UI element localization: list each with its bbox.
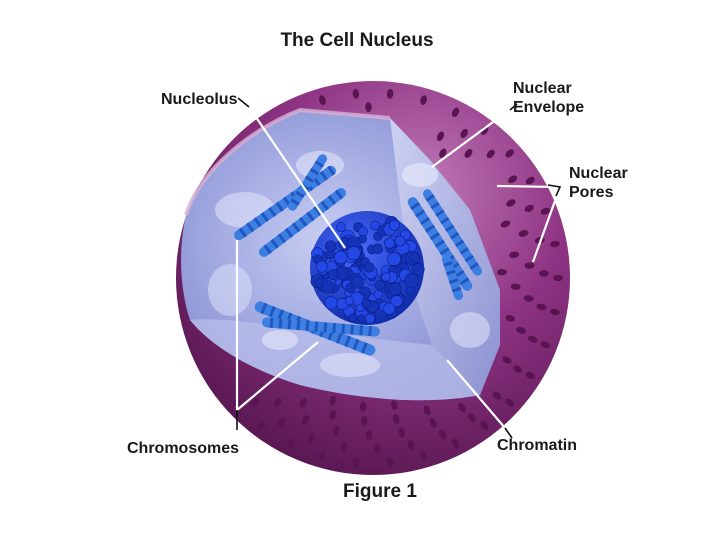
nucleolus-granule (373, 244, 383, 254)
nucleolus-granule (325, 296, 338, 309)
label-nuclear-envelope-line2: Envelope (513, 99, 584, 116)
figure-caption: Figure 1 (343, 481, 417, 502)
nucleolus-granule (316, 261, 327, 272)
nucleolus-granule (371, 221, 380, 230)
nucleolus-granule (374, 290, 382, 298)
nucleolus-granule (388, 252, 401, 265)
nucleolus-granule (336, 222, 345, 231)
nucleolus-granule (395, 236, 405, 246)
nucleolus-granule (411, 254, 420, 263)
nucleolus-granule (325, 241, 336, 252)
label-nuclear-pores-line2: Pores (569, 184, 614, 201)
nuclear-pore (553, 275, 563, 281)
nucleolus-granule (358, 315, 366, 323)
nucleolus-granule (406, 287, 414, 295)
nucleolus-granule (362, 300, 371, 309)
nucleolus (310, 211, 424, 325)
label-nuclear-pores-line1: Nuclear (569, 165, 628, 182)
diagram-title: The Cell Nucleus (280, 30, 433, 51)
nucleolus-granule (349, 314, 357, 322)
nucleolus-granule (352, 276, 364, 288)
nucleolus-granule (321, 281, 334, 294)
nucleolus-granule (405, 273, 419, 287)
nucleolus-granule (365, 314, 374, 323)
nucleolus-granule (364, 262, 374, 272)
nucleolus-granule (375, 280, 385, 290)
nucleolus-granule (389, 283, 402, 296)
nucleolus-granule (347, 247, 360, 260)
nucleolus-granule (382, 273, 391, 282)
nucleolus-granule (328, 270, 338, 280)
label-chromatin: Chromatin (497, 437, 577, 454)
nucleolus-granule (389, 220, 399, 230)
label-nucleolus: Nucleolus (161, 91, 238, 108)
nucleolus-granule (384, 238, 394, 248)
nucleolus-granule (413, 263, 425, 275)
label-chromosomes: Chromosomes (127, 440, 239, 457)
label-nuclear-envelope-line1: Nuclear (513, 80, 572, 97)
nucleolus-granule (384, 303, 395, 314)
nucleolus-granule (345, 297, 353, 305)
nucleolus-granule (334, 251, 347, 264)
